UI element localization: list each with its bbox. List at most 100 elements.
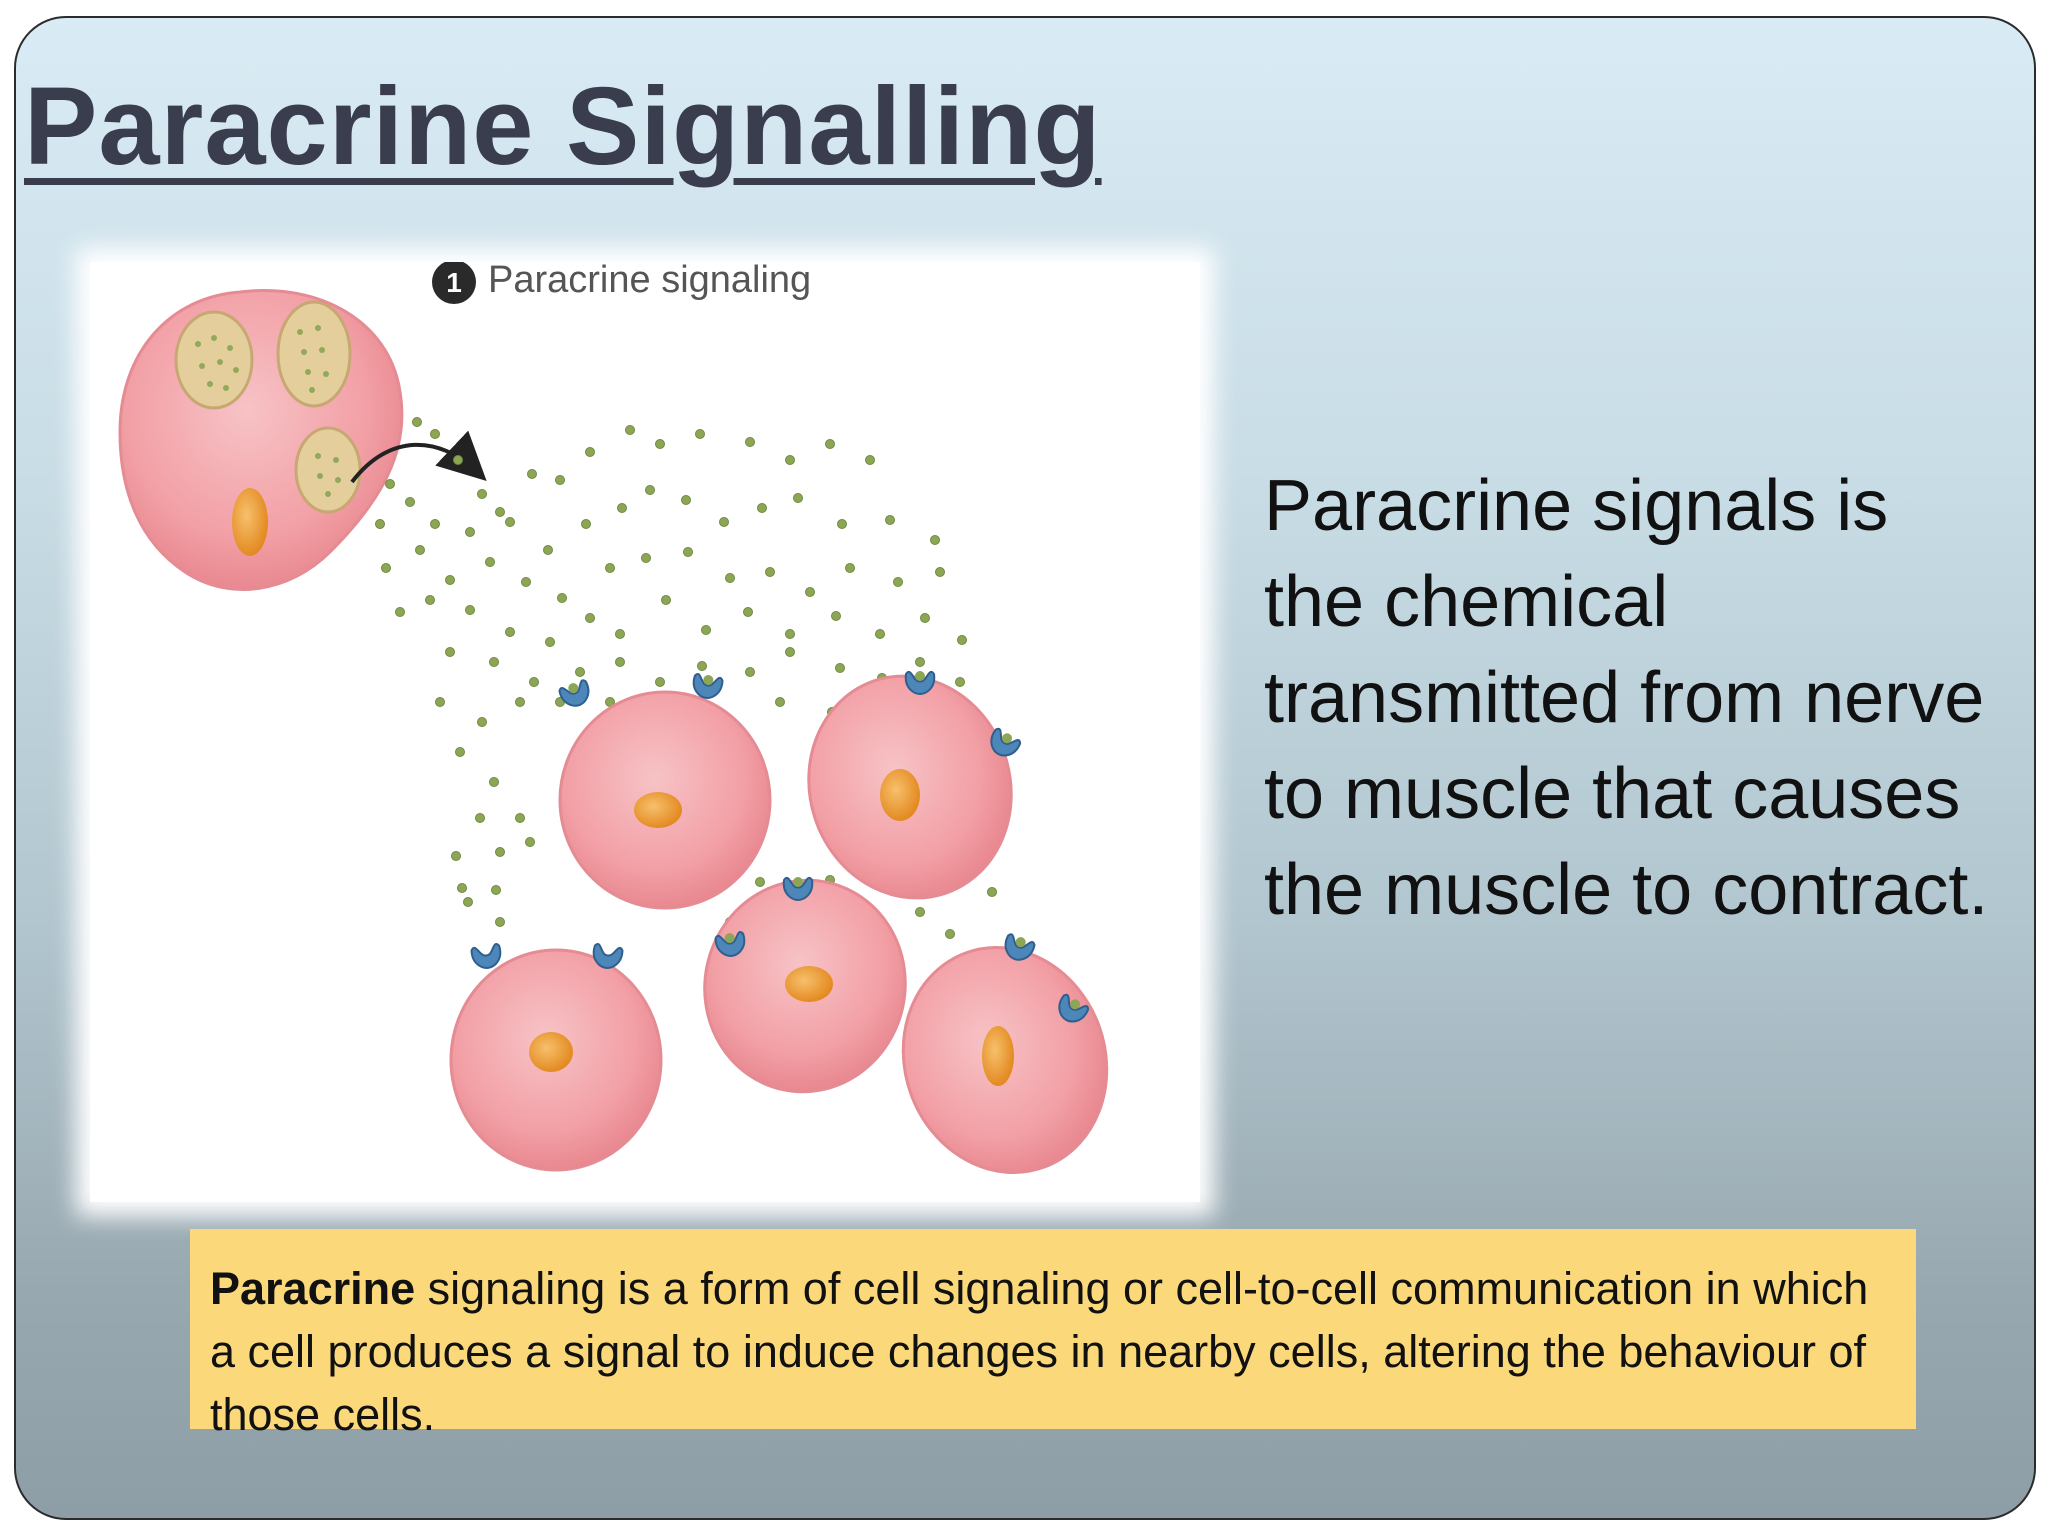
bound-ligand [1070, 999, 1080, 1010]
signal-molecule [920, 613, 930, 623]
signal-molecule [831, 611, 841, 621]
target-cell [449, 948, 663, 1172]
signal-molecule [785, 647, 795, 657]
side-description: Paracrine signals is the chemical transm… [1264, 466, 1989, 930]
receptor [692, 672, 724, 699]
signal-molecule [495, 917, 505, 927]
receptor [558, 679, 590, 707]
signal-molecule [495, 847, 505, 857]
step-number-badge [432, 262, 476, 304]
signal-molecule [485, 557, 495, 567]
nucleus [880, 769, 920, 821]
bound-ligand [915, 671, 925, 681]
signal-molecule [585, 613, 595, 623]
secretory-vesicle [294, 426, 362, 514]
signal-molecule [615, 629, 625, 639]
definition-term: Paracrine [210, 1263, 416, 1314]
signal-molecule [455, 747, 465, 757]
nucleus [529, 1032, 573, 1072]
bound-ligand [1015, 937, 1026, 948]
signal-molecule [805, 587, 815, 597]
signal-molecule [955, 677, 965, 687]
signal-molecule [695, 429, 705, 439]
signal-molecule [465, 605, 475, 615]
signal-molecule [875, 629, 885, 639]
signal-molecule [743, 607, 753, 617]
signal-molecule [645, 485, 655, 495]
nucleus [634, 792, 682, 828]
bound-ligand [724, 933, 735, 944]
signal-molecule [615, 657, 625, 667]
figure-label: 1 Paracrine signaling [432, 262, 811, 304]
signaling-cell [118, 289, 404, 591]
paracrine-figure: 1 Paracrine signaling [90, 262, 1200, 1202]
nucleus [232, 488, 268, 556]
signal-molecule [837, 519, 847, 529]
signal-molecule [893, 577, 903, 587]
signal-molecule [865, 455, 875, 465]
secretory-vesicle [174, 310, 254, 410]
signal-molecule [475, 813, 485, 823]
signal-molecule [463, 897, 473, 907]
definition-text: signaling is a form of cell signaling or… [210, 1263, 1869, 1440]
signal-molecule [521, 577, 531, 587]
receptor [714, 930, 746, 957]
signal-molecule [681, 495, 691, 505]
signal-molecule [915, 657, 925, 667]
signal-molecule [430, 519, 440, 529]
signal-molecule [430, 429, 440, 439]
slide-title: Paracrine Signalling [24, 65, 1102, 188]
signal-molecule [445, 647, 455, 657]
signal-molecule [641, 553, 651, 563]
signal-molecule [445, 575, 455, 585]
signal-molecule [477, 717, 487, 727]
signal-molecule [451, 851, 461, 861]
signal-molecule [505, 517, 515, 527]
signal-molecule [617, 503, 627, 513]
signal-molecule [775, 697, 785, 707]
receptor [592, 942, 624, 969]
signal-molecule [415, 545, 425, 555]
cell-receptors [470, 670, 1090, 1023]
signal-molecule [835, 663, 845, 673]
signal-molecule [701, 625, 711, 635]
signal-molecule [375, 519, 385, 529]
signal-molecule [987, 887, 997, 897]
bound-ligand [793, 877, 803, 887]
signal-molecule [845, 563, 855, 573]
target-cell [703, 878, 907, 1094]
signal-molecule [581, 519, 591, 529]
signal-molecule [725, 573, 735, 583]
signal-molecule [915, 907, 925, 917]
receptor [904, 670, 936, 696]
signal-molecule [697, 661, 707, 671]
definition-box: Paracrine signaling is a form of cell si… [190, 1229, 1916, 1440]
signal-molecule [825, 439, 835, 449]
signal-molecule [930, 535, 940, 545]
signal-molecule [405, 497, 415, 507]
signal-molecule [625, 425, 635, 435]
signal-molecule [745, 437, 755, 447]
slide: Paracrine Signalling 1 [14, 16, 2036, 1520]
signal-molecule [555, 475, 565, 485]
signal-molecule [477, 489, 487, 499]
signal-molecule [489, 777, 499, 787]
bound-ligand [568, 683, 579, 694]
signal-molecule [557, 593, 567, 603]
signal-molecule [385, 479, 395, 489]
receptor [1058, 993, 1090, 1023]
signal-molecule [655, 439, 665, 449]
signal-molecule [957, 635, 967, 645]
signal-molecule [655, 677, 665, 687]
nucleus [982, 1026, 1014, 1086]
signal-molecule [757, 503, 767, 513]
signal-molecule [457, 883, 467, 893]
signal-molecule [885, 515, 895, 525]
signal-molecule [543, 545, 553, 555]
signal-molecule [605, 563, 615, 573]
signal-molecule [525, 837, 535, 847]
bound-ligand [703, 675, 714, 686]
signal-molecule [505, 627, 515, 637]
signal-molecule [395, 607, 405, 617]
signal-molecule [515, 697, 525, 707]
